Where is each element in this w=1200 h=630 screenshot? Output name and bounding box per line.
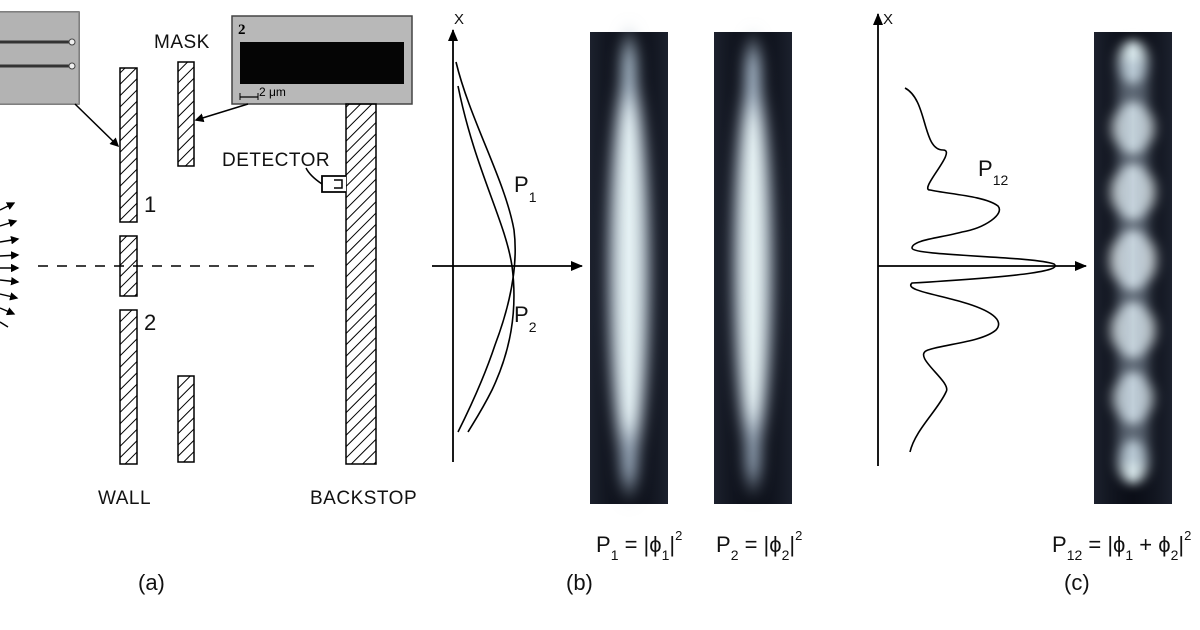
intensity-strip-p2 <box>714 32 792 504</box>
curve-p1 <box>455 61 516 433</box>
wall <box>119 67 138 465</box>
equation-p1: P1 = |ϕ1|2 <box>596 528 682 563</box>
electron-source-arrows <box>0 202 20 328</box>
panel-a: 2 2 μm MASK 1 2 DETECTOR <box>0 11 417 595</box>
curve-p2-label: P2 <box>514 302 537 335</box>
scale-bar-label: 2 μm <box>259 85 286 99</box>
interference-strip-p12 <box>1094 32 1172 504</box>
caption-a: (a) <box>138 570 165 595</box>
axis-x-label-b: X <box>454 11 464 28</box>
slit-micrograph-inset <box>0 11 80 105</box>
slit-1-label: 1 <box>144 192 156 217</box>
slit-2-label: 2 <box>144 310 156 335</box>
intensity-strip-p1 <box>590 32 668 504</box>
axis-x-label-c: X <box>883 11 893 28</box>
mask-label: MASK <box>154 32 210 53</box>
curve-p12-label: P12 <box>978 156 1008 188</box>
wall-label: WALL <box>98 488 151 509</box>
panel-b: X P1 P2 <box>432 11 802 595</box>
equation-p2: P2 = |ϕ2|2 <box>716 528 802 563</box>
curve-p2 <box>457 85 515 433</box>
curve-p1-label: P1 <box>514 172 537 205</box>
detector-label: DETECTOR <box>222 150 330 171</box>
inset-number: 2 <box>238 22 246 38</box>
inset-pointer-arrow <box>74 103 120 148</box>
detector <box>305 167 346 193</box>
equation-p12: P12 = |ϕ1 + ϕ2|2 <box>1052 528 1191 563</box>
mask-pointer-arrow <box>194 103 249 123</box>
caption-b: (b) <box>566 570 593 595</box>
curve-p12 <box>904 87 1056 453</box>
caption-c: (c) <box>1064 570 1090 595</box>
backstop <box>345 103 377 465</box>
mask-plate-bottom <box>177 375 195 463</box>
mask-plate-top <box>177 61 195 167</box>
backstop-label: BACKSTOP <box>310 488 417 509</box>
mask-micrograph-inset: 2 2 μm <box>231 15 413 105</box>
panel-c: X P12 P12 = |ϕ1 + ϕ2|2 (c) <box>873 11 1191 595</box>
